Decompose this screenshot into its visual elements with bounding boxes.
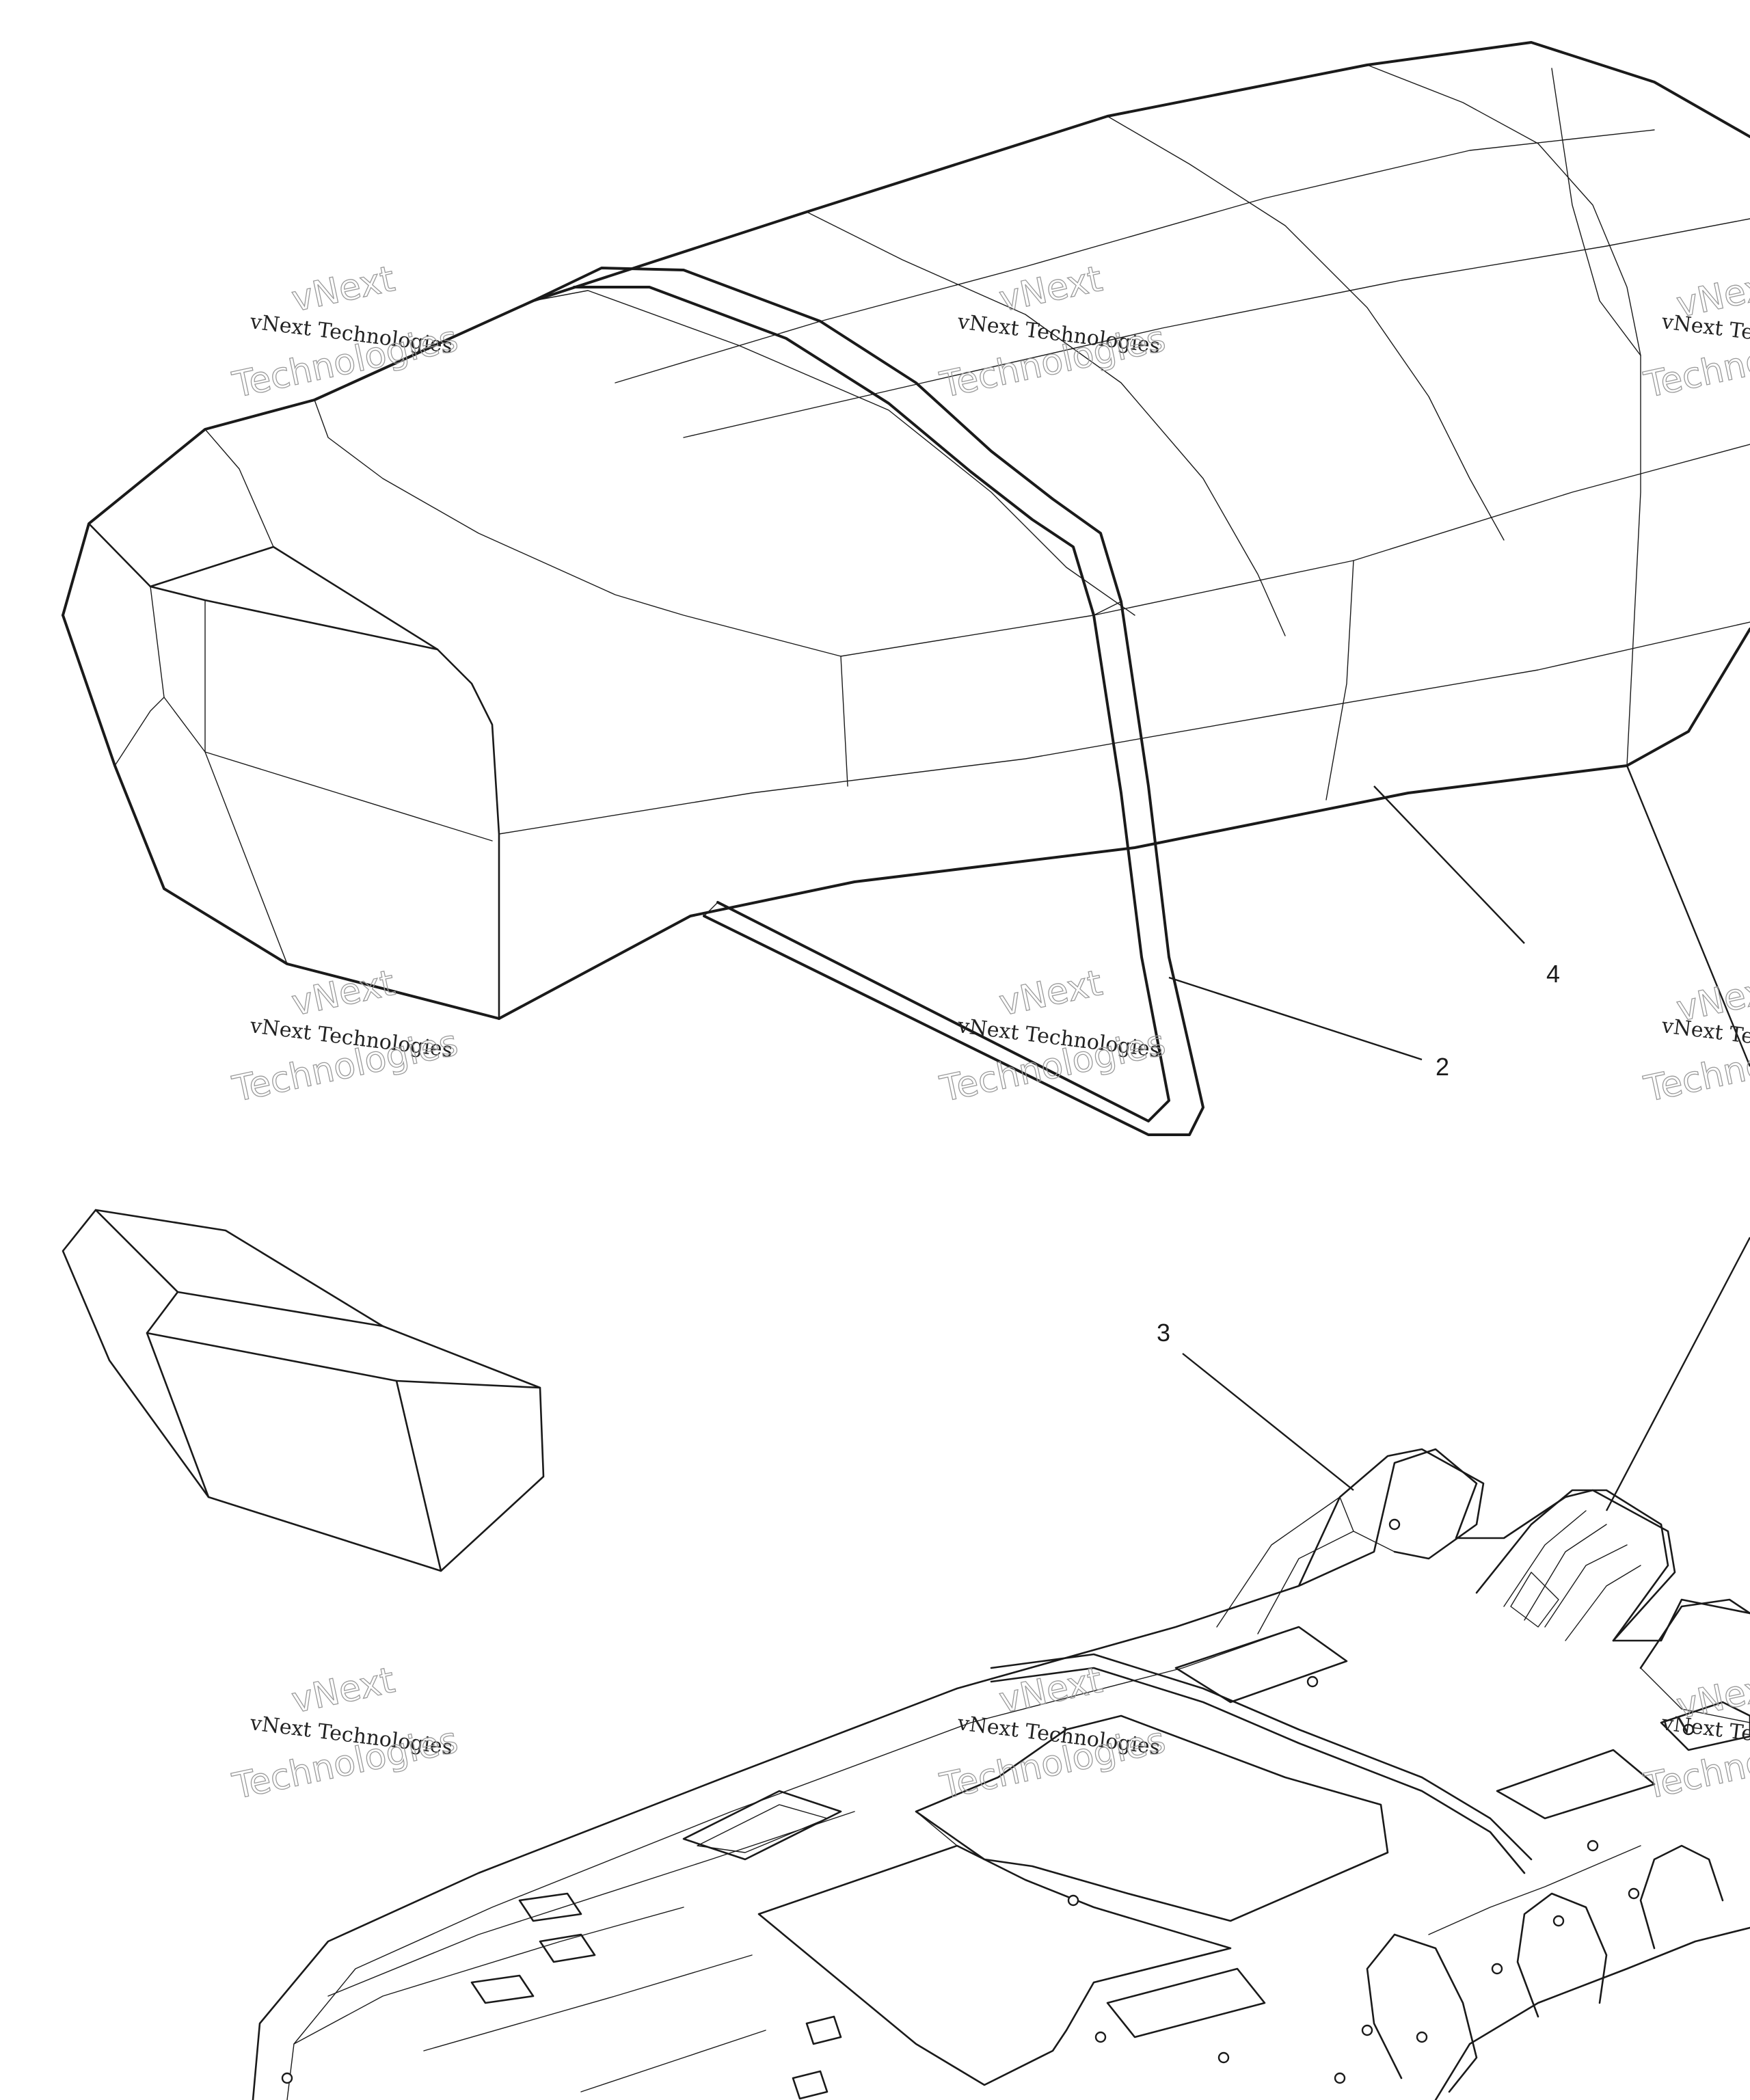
- watermark-outline-top: vNext: [288, 962, 399, 1024]
- watermark: vNext Technologies vNext Technologies: [228, 962, 461, 1110]
- watermark-outline-top: vNext: [996, 258, 1106, 320]
- seat-base: [252, 1448, 1750, 2100]
- callout-item-4: 4: [1546, 960, 1560, 988]
- watermark: vNext Technologies vNext Technologies: [228, 258, 461, 406]
- watermark-outline-top: vNext: [996, 1660, 1106, 1721]
- callout-item-3: 3: [1157, 1319, 1170, 1347]
- foam-block: [62, 1209, 545, 1572]
- callout-item-2: 2: [1436, 1053, 1449, 1081]
- watermark-outline-top: vNext: [288, 1660, 399, 1721]
- leader-item-1: [1626, 765, 1750, 1067]
- leader-item-1b: [1605, 1237, 1750, 1511]
- watermark: vNext Technologies vNext Technologies: [1640, 968, 1750, 1111]
- watermark-outline-top: vNext: [1673, 968, 1750, 1029]
- watermark-outline-top: vNext: [1673, 264, 1750, 325]
- leader-lines: [1168, 765, 1750, 1511]
- watermark: vNext Technologies vNext Technologies: [228, 1659, 461, 1807]
- leader-item-2: [1168, 976, 1423, 1061]
- watermark-outline-top: vNext: [996, 962, 1106, 1024]
- leader-item-4: [1373, 785, 1525, 944]
- watermark: vNext Technologies vNext Technologies: [1640, 264, 1750, 407]
- seat-strap: [532, 267, 1204, 1136]
- watermark: vNext Technologies vNext Technologies: [1640, 1665, 1750, 1808]
- watermark-outline-top: vNext: [1673, 1665, 1750, 1727]
- watermark: vNext Technologies vNext Technologies: [936, 1659, 1169, 1807]
- watermark-outline-top: vNext: [288, 258, 399, 320]
- leader-item-3: [1182, 1353, 1354, 1491]
- seat-cushion: [62, 41, 1750, 1020]
